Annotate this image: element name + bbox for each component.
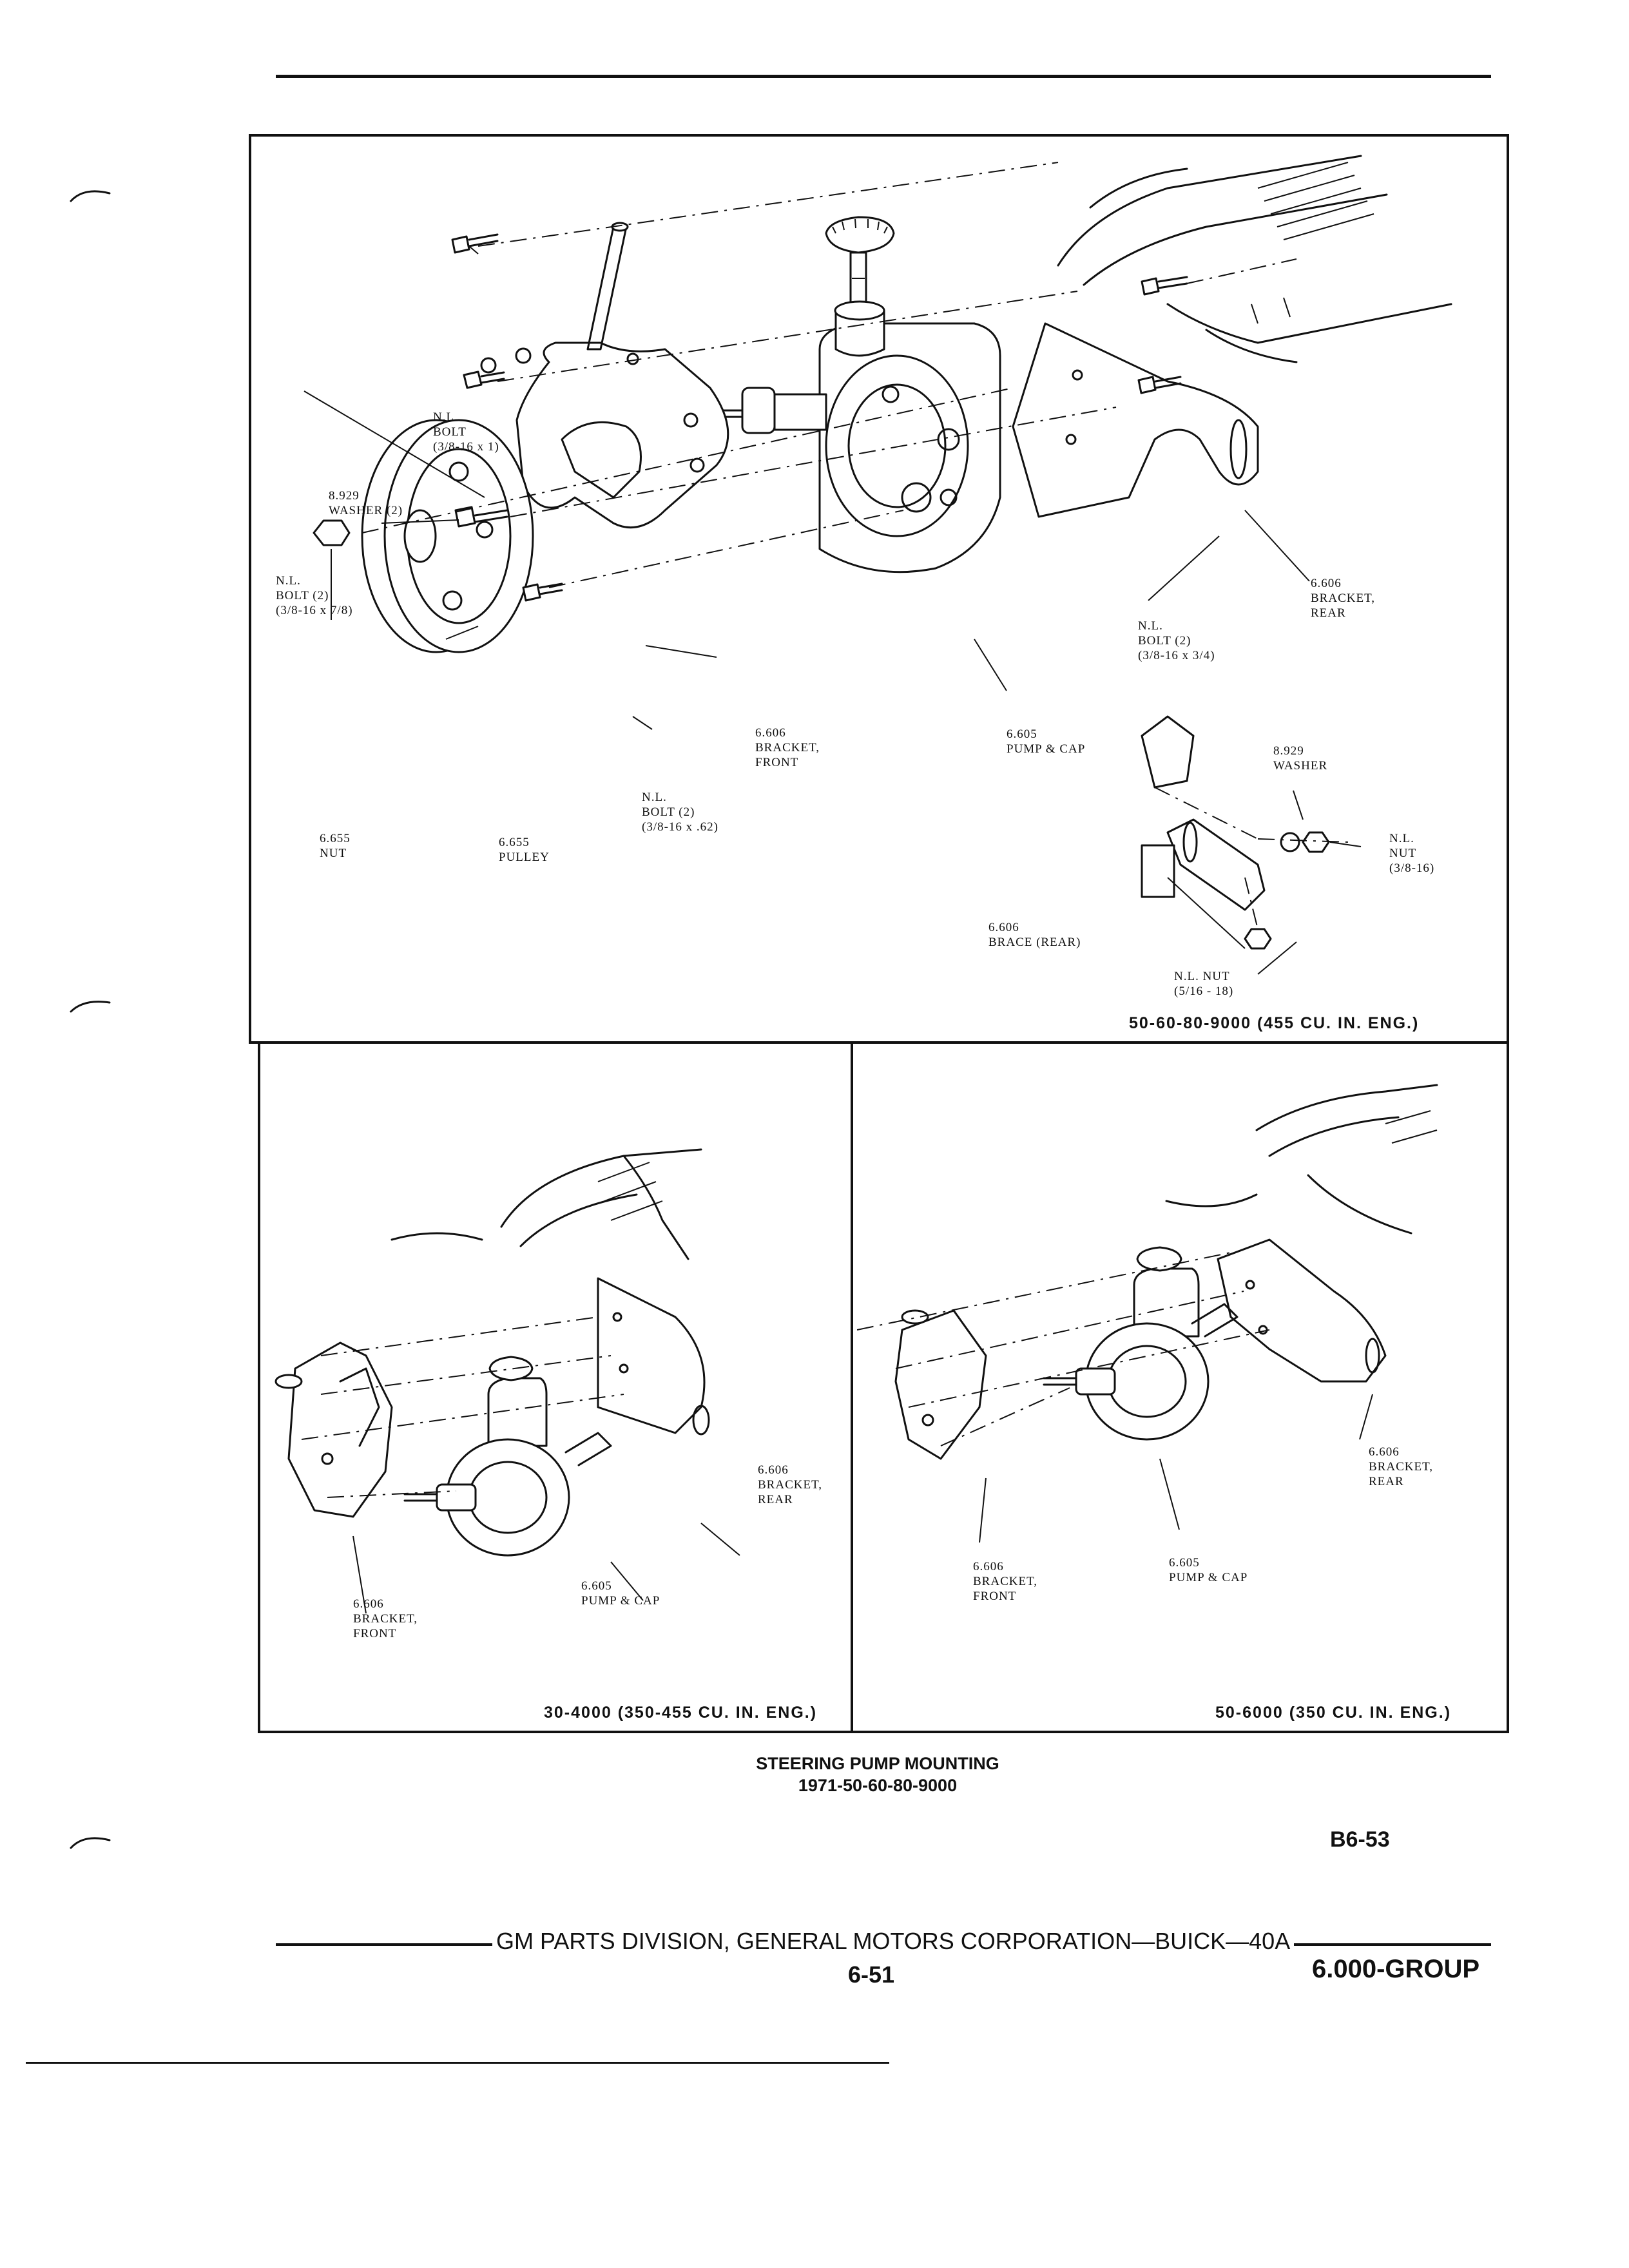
rear-bracket-shape xyxy=(1012,322,1259,518)
rear-brace-assembly xyxy=(1141,715,1349,950)
figure-title-line-2: 1971-50-60-80-9000 xyxy=(798,1776,958,1795)
binder-hole-marks xyxy=(70,190,111,1849)
caption-bottom-left-panel: 30-4000 (350-455 CU. IN. ENG.) xyxy=(544,1704,818,1722)
figure-title-line-1: STEERING PUMP MOUNTING xyxy=(756,1754,999,1773)
leader-lines xyxy=(304,245,1362,975)
top-rule xyxy=(276,75,1491,78)
label-nl-nut-right: N.L.NUT(3/8-16) xyxy=(1389,832,1435,875)
caption-top-panel: 50-60-80-9000 (455 CU. IN. ENG.) xyxy=(1129,1014,1420,1032)
pump-reservoir xyxy=(818,300,1001,573)
front-bracket-shape xyxy=(516,222,729,529)
figure-code: B6-53 xyxy=(1330,1827,1390,1852)
figure-title: STEERING PUMP MOUNTING 1971-50-60-80-900… xyxy=(684,1753,1071,1796)
pulley-nut-shape xyxy=(313,519,351,546)
washer-2 xyxy=(515,347,532,364)
label-nl-bolt-left: N.L.BOLT (2)(3/8-16 x 7/8) xyxy=(276,574,353,617)
footer-publisher: GM PARTS DIVISION, GENERAL MOTORS CORPOR… xyxy=(496,1928,1291,1954)
label-nl-nut-bottom: N.L. NUT(5/16 - 18) xyxy=(1174,970,1234,998)
top-panel-illustration xyxy=(304,155,1452,975)
alignment-lines xyxy=(361,162,1297,588)
label-nl-bolt-top: N.L.BOLT(3/8-16 x 1) xyxy=(433,410,499,454)
footer-rule-right xyxy=(1294,1943,1491,1946)
engine-valve-cover xyxy=(1057,155,1452,363)
bottom-rule xyxy=(26,2062,889,2064)
washer-1 xyxy=(480,357,497,374)
panel-divider xyxy=(851,1041,853,1733)
bolts xyxy=(451,233,1188,602)
pulley-shape xyxy=(361,419,534,653)
caption-bottom-right-panel: 50-6000 (350 CU. IN. ENG.) xyxy=(1215,1704,1452,1722)
footer-rule-left xyxy=(276,1943,492,1946)
label-nl-bolt-right: N.L.BOLT (2)(3/8-16 x 3/4) xyxy=(1138,619,1215,662)
footer-group: 6.000-GROUP xyxy=(1312,1955,1480,1983)
panel-bottom-frame xyxy=(258,1041,1509,1733)
pump-shaft xyxy=(696,387,827,434)
bottom-right-illustration xyxy=(857,1084,1438,1543)
label-nl-bolt-bottom: N.L.BOLT (2)(3/8-16 x .62) xyxy=(642,791,719,834)
footer-page-number: 6-51 xyxy=(848,1961,895,1988)
bottom-left-illustration xyxy=(275,1148,740,1614)
